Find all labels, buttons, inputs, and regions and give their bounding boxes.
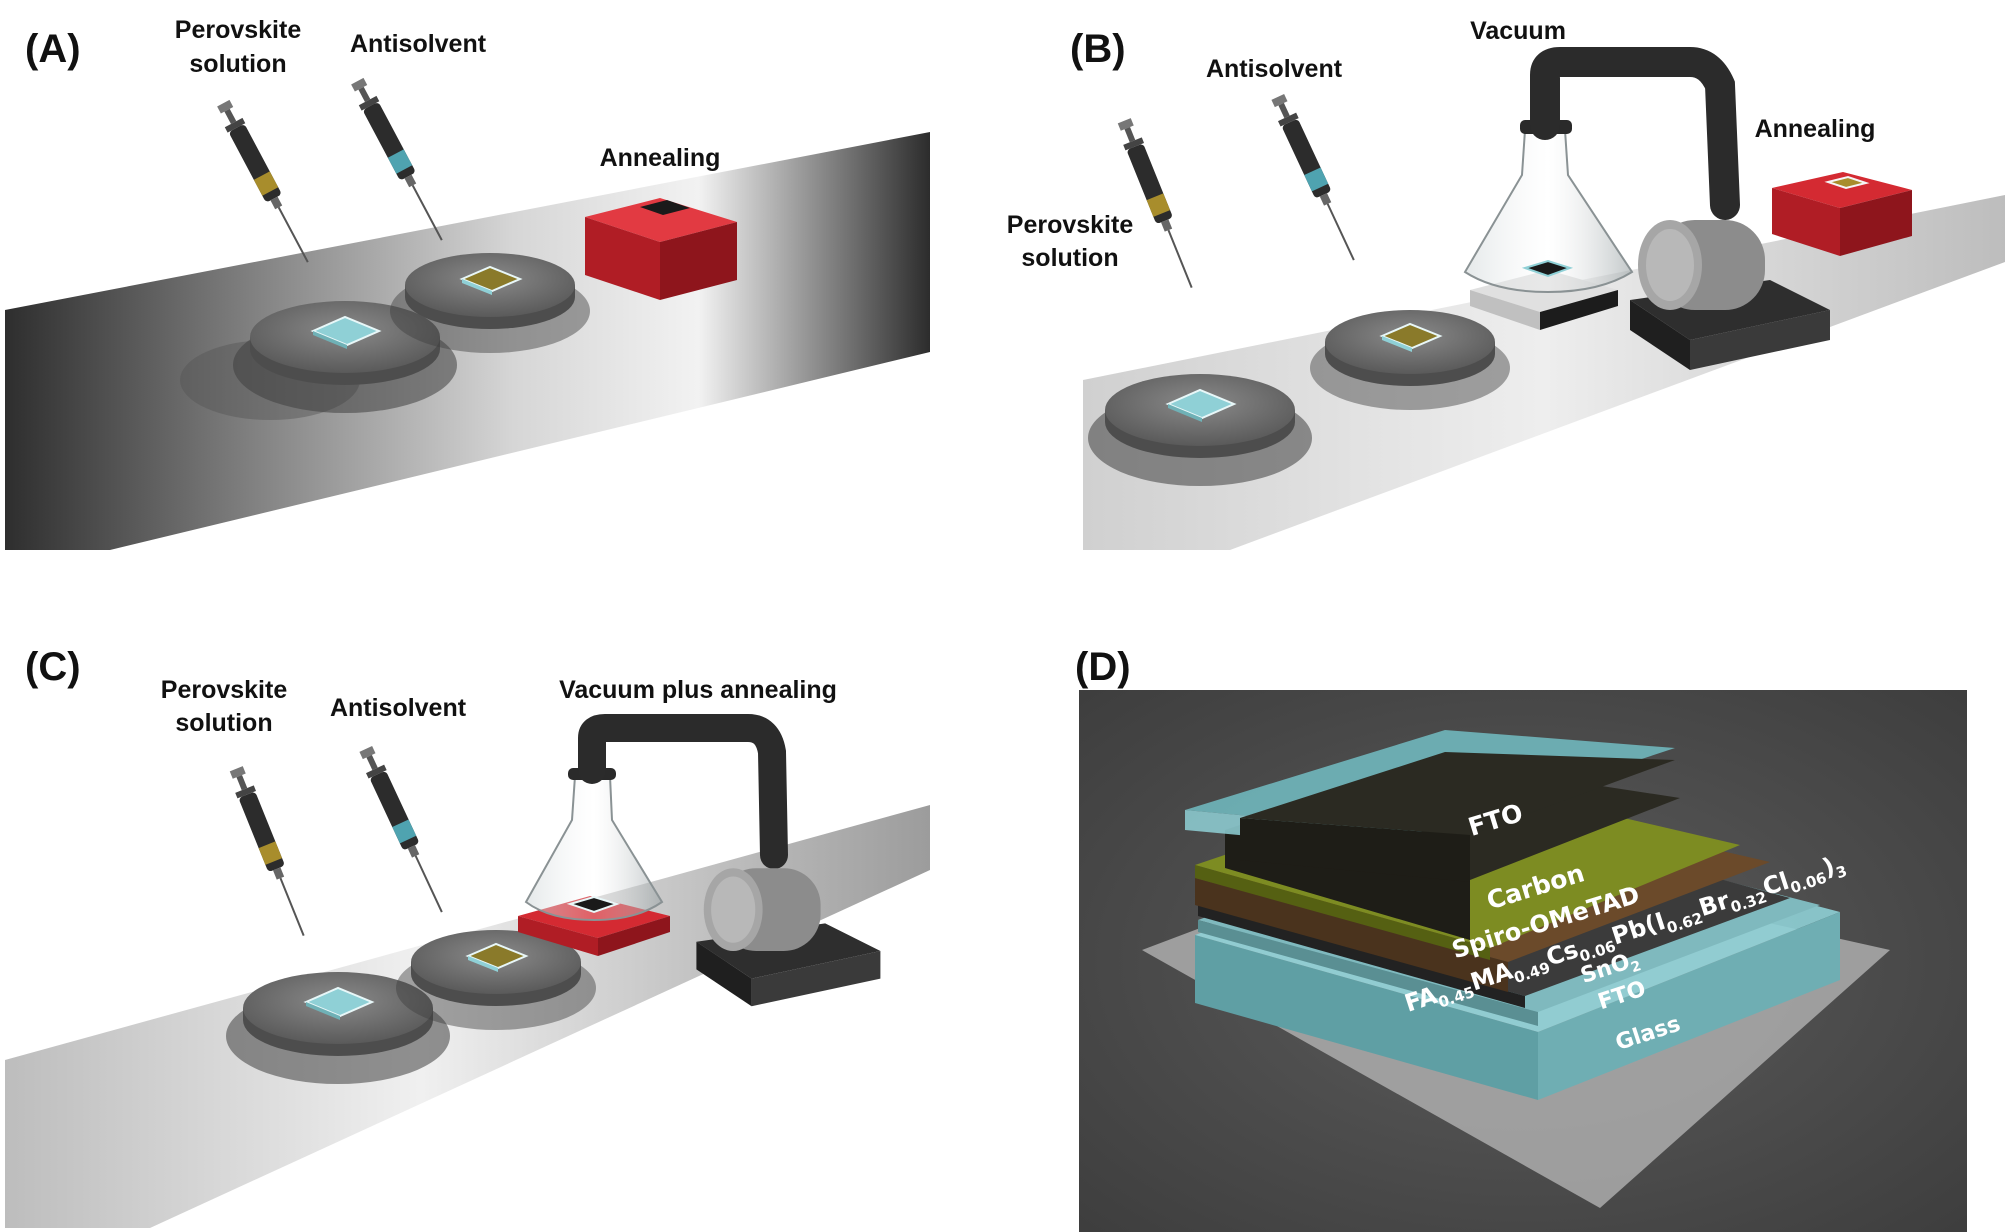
label-vacuum-annealing-c: Vacuum plus annealing: [559, 676, 837, 704]
panel-d: (D): [1075, 645, 1967, 1232]
syringe-perovskite-c: [225, 763, 314, 941]
syringe-antisolvent-a: [347, 75, 452, 246]
label-vacuum-b: Vacuum: [1470, 17, 1566, 45]
hotplate-b: [1772, 172, 1912, 256]
label-antisolvent-a: Antisolvent: [350, 30, 487, 58]
panel-label-c: (C): [25, 645, 81, 689]
label-annealing-b: Annealing: [1755, 115, 1876, 143]
panel-label-a: (A): [25, 27, 81, 71]
spin-coater-1-b: [1087, 373, 1313, 487]
label-perovskite-b-1: Perovskite: [1007, 211, 1134, 239]
vacuum-tube-b: [1530, 47, 1740, 220]
label-perovskite-c-2: solution: [175, 709, 272, 737]
spin-coater-2-b: [1309, 309, 1511, 411]
hotplate-a: [585, 198, 737, 300]
label-perovskite-a-2: solution: [189, 50, 286, 78]
label-perovskite-a-1: Perovskite: [175, 16, 302, 44]
label-antisolvent-b: Antisolvent: [1206, 55, 1343, 83]
panel-label-d: (D): [1075, 645, 1131, 689]
spin-coater-2-a: [389, 252, 591, 354]
vacuum-hotplate-c: [518, 768, 670, 956]
label-perovskite-c-1: Perovskite: [161, 676, 288, 704]
vacuum-tube-c: [578, 714, 788, 869]
panel-label-b: (B): [1070, 27, 1126, 71]
layer-fto-top: [1185, 730, 1675, 882]
syringe-antisolvent-b: [1267, 91, 1364, 266]
syringe-perovskite-b: [1113, 115, 1202, 293]
label-antisolvent-c: Antisolvent: [330, 694, 467, 722]
panel-b: (B) Antisolvent Vacuum Annealing Perovsk…: [1007, 17, 2005, 550]
panel-c: (C) Perovskite solution Antisolvent Vacu…: [5, 645, 930, 1228]
syringe-antisolvent-c: [355, 743, 452, 918]
syringe-perovskite-a: [213, 97, 318, 268]
label-perovskite-b-2: solution: [1021, 244, 1118, 272]
label-annealing-a: Annealing: [600, 144, 721, 172]
vacuum-chamber-b: [1463, 120, 1634, 330]
panel-a: (A) Perovskite solution Antisolvent Anne…: [5, 16, 930, 550]
